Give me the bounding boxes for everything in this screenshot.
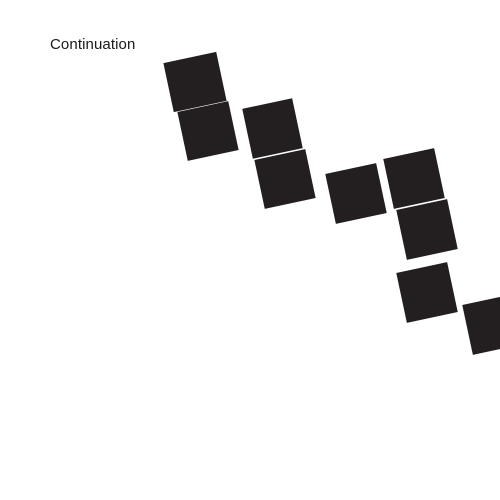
dark-square-tile — [396, 199, 458, 260]
dark-square-tile — [325, 163, 387, 224]
dark-square-tile — [242, 98, 303, 159]
dark-square-tile — [396, 262, 458, 323]
dark-square-tile — [383, 148, 445, 209]
dark-square-tile — [462, 294, 500, 355]
page-title: Continuation — [50, 36, 136, 53]
dark-square-tile — [254, 149, 316, 209]
dark-square-tile — [177, 101, 239, 161]
